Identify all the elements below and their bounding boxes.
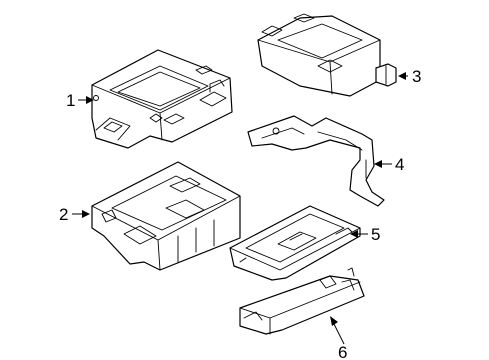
part-2-tray	[91, 161, 241, 271]
callout-6: 6	[330, 316, 347, 360]
callout-6-arrow	[330, 316, 338, 326]
callout-5-arrow	[350, 230, 358, 238]
callout-4-number: 4	[395, 155, 404, 174]
part-4-bracket	[247, 115, 385, 207]
callout-5: 5	[350, 225, 380, 244]
callout-1-number: 1	[66, 91, 75, 110]
part-3-module-with-connector	[257, 13, 397, 97]
callout-4-arrow	[374, 160, 382, 168]
callout-2-number: 2	[59, 205, 68, 224]
callout-6-number: 6	[338, 343, 347, 360]
callout-1: 1	[66, 91, 94, 110]
callout-1-arrow	[86, 96, 94, 104]
part-6-cover	[239, 267, 365, 335]
callout-3-arrow	[398, 72, 406, 80]
callout-3-number: 3	[412, 67, 421, 86]
callout-2: 2	[59, 205, 90, 224]
callout-4: 4	[374, 155, 404, 174]
part-1-control-module	[91, 49, 233, 149]
callout-3: 3	[398, 67, 421, 86]
part-5-pad	[229, 205, 361, 281]
callout-2-arrow	[82, 210, 90, 218]
callout-6-leader	[333, 323, 345, 345]
callout-5-number: 5	[371, 225, 380, 244]
